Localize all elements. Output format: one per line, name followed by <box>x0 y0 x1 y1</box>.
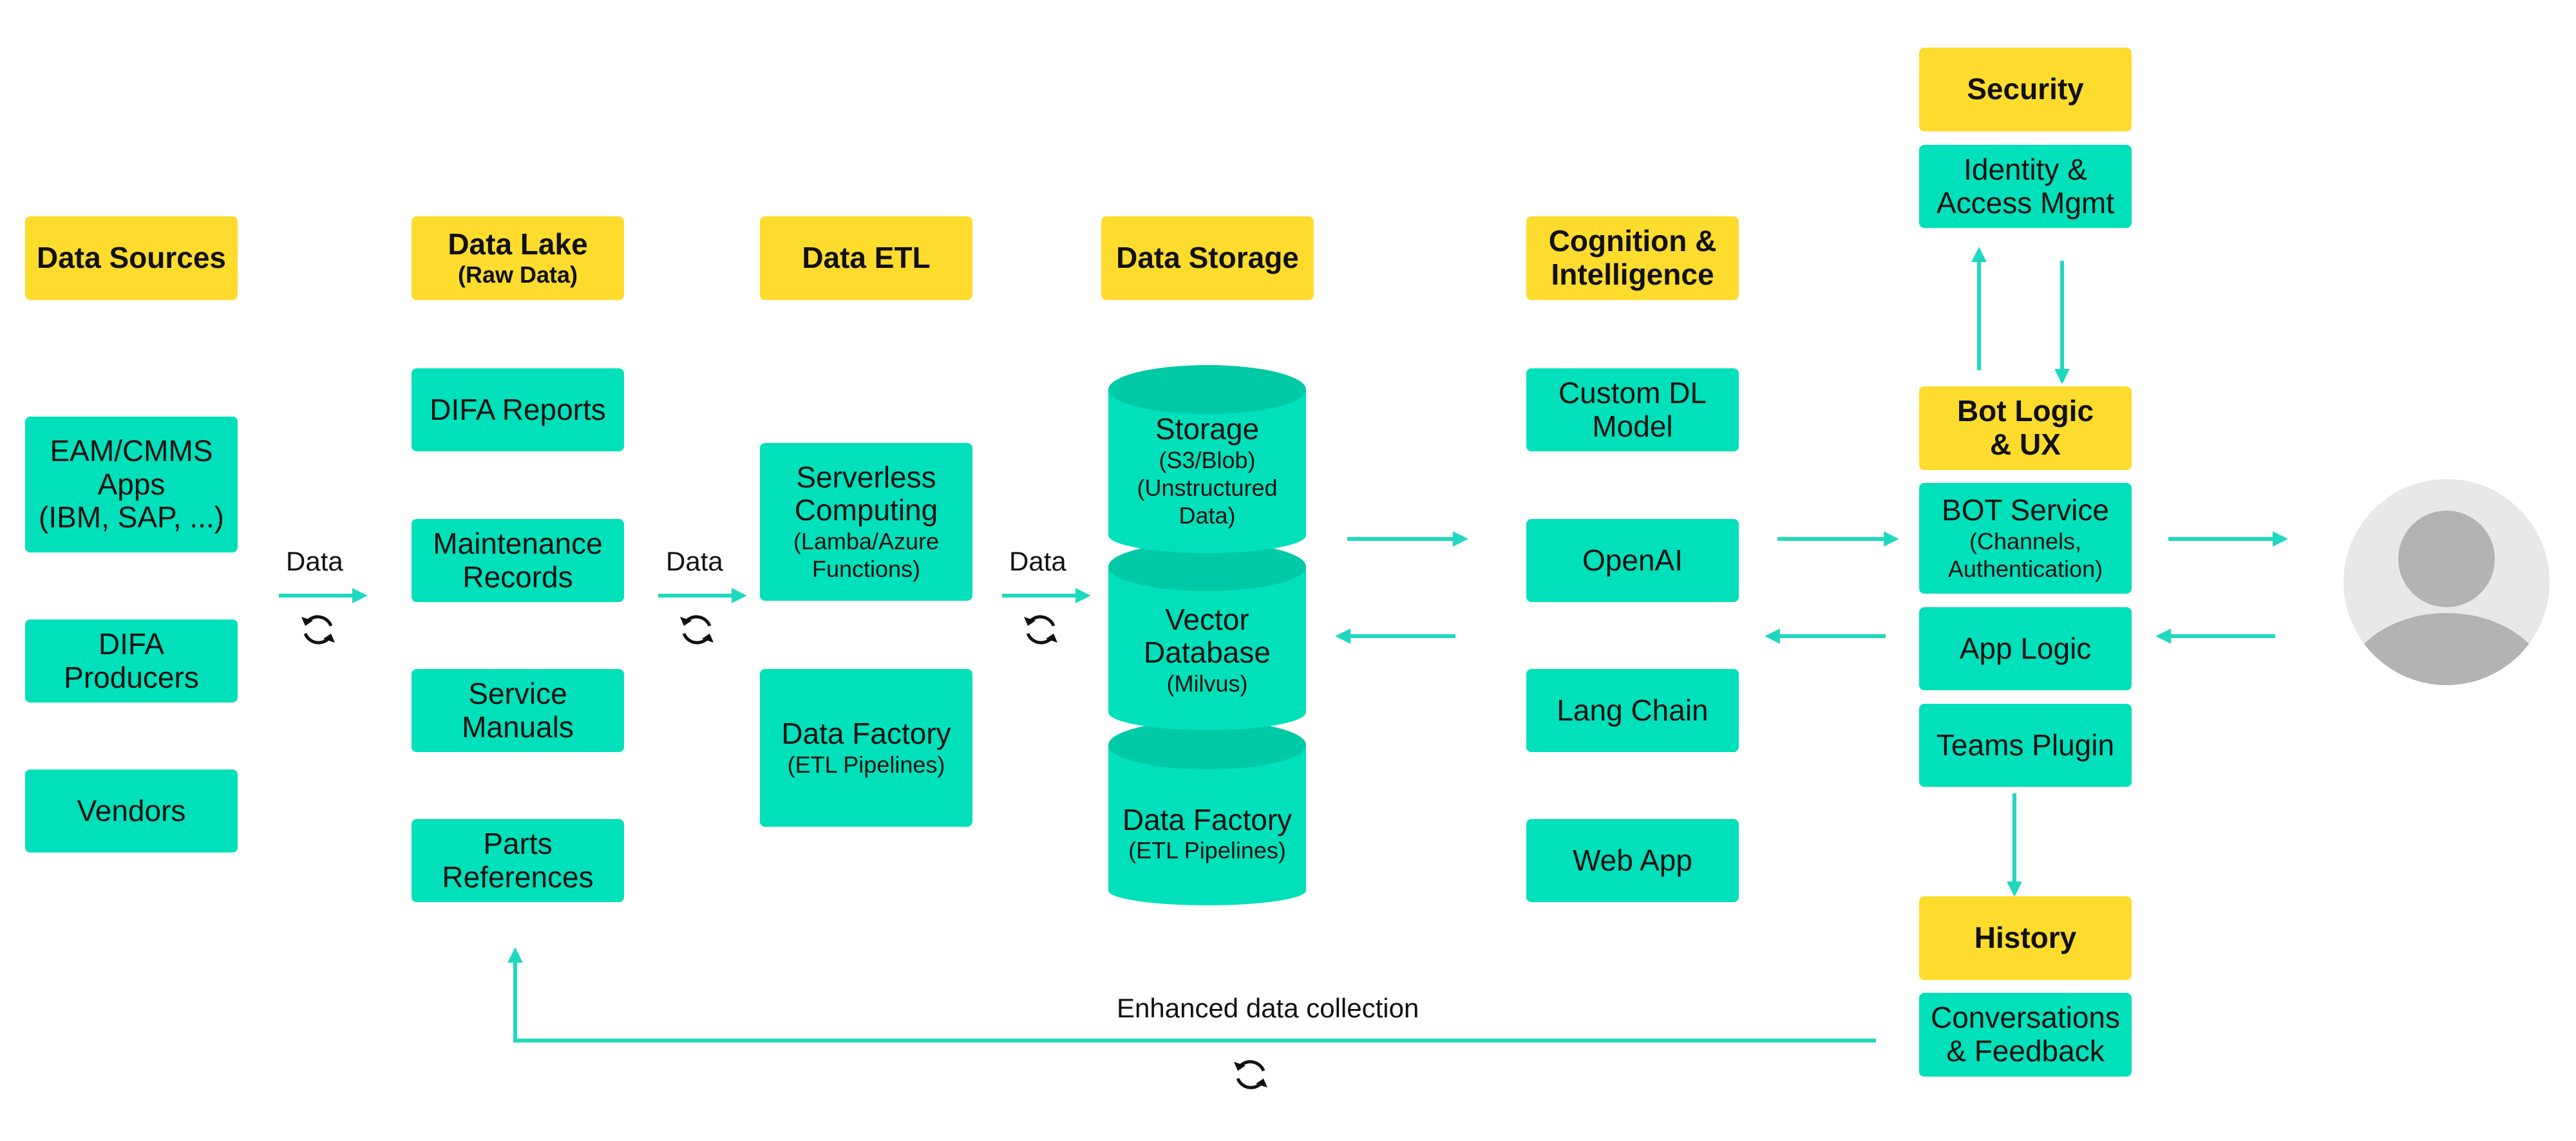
node-label: Vendors <box>77 793 186 827</box>
header-data-storage: Data Storage <box>1101 216 1314 300</box>
header-label: Data Sources <box>36 241 226 275</box>
node-label: Identity & <box>1964 152 2087 186</box>
node-sublabel: (ETL Pipelines) <box>787 751 945 778</box>
node-maintenance-records: Maintenance Records <box>412 519 624 602</box>
node-label: & Feedback <box>1946 1034 2105 1068</box>
arrow-feedback-loop <box>507 947 1876 1042</box>
cylinder-vector-label: Vector Database (Milvus) <box>1108 589 1306 712</box>
node-label: (IBM, SAP, ...) <box>39 500 224 534</box>
node-label: Apps <box>97 467 166 501</box>
node-label: Manuals <box>462 710 574 744</box>
node-sublabel: Data) <box>1179 502 1236 529</box>
cylinder-storage <box>1108 365 1306 553</box>
node-sublabel: (Lamba/Azure <box>793 527 940 554</box>
node-label: Conversations <box>1930 1001 2121 1035</box>
node-label: Data Factory <box>781 717 951 751</box>
flow-label-data: Data <box>286 546 343 576</box>
node-conversations-feedback: Conversations & Feedback <box>1919 993 2132 1077</box>
header-label: Cognition & <box>1548 224 1717 258</box>
node-sublabel: Functions) <box>811 556 921 583</box>
node-label: Producers <box>64 660 199 694</box>
header-bot-logic-ux: Bot Logic & UX <box>1919 386 2132 470</box>
node-identity-access-mgmt: Identity & Access Mgmt <box>1919 145 2132 228</box>
header-sublabel: (Raw Data) <box>457 261 578 288</box>
node-label: Access Mgmt <box>1936 185 2115 220</box>
node-label: App Logic <box>1959 631 2092 665</box>
node-openai: OpenAI <box>1526 519 1739 602</box>
node-custom-dl-model: Custom DL Model <box>1526 368 1739 451</box>
node-sublabel: (S3/Blob) <box>1159 446 1256 473</box>
node-service-manuals: Service Manuals <box>412 669 624 752</box>
header-label: Data Storage <box>1116 241 1299 275</box>
node-label: Records <box>462 560 573 594</box>
node-label: Maintenance <box>433 526 603 560</box>
node-label: DIFA Reports <box>430 392 606 426</box>
header-label: Intelligence <box>1551 258 1714 291</box>
node-data-factory-etl: Data Factory (ETL Pipelines) <box>760 669 972 827</box>
header-label: Bot Logic <box>1956 394 2094 428</box>
node-parts-references: Parts References <box>412 819 624 902</box>
node-label: References <box>442 860 594 894</box>
cylinder-data-factory <box>1108 721 1306 905</box>
cylinder-factory-label: Data Factory (ETL Pipelines) <box>1108 776 1306 892</box>
node-label: Data Factory <box>1122 802 1293 836</box>
node-sublabel: (ETL Pipelines) <box>1128 837 1286 864</box>
node-label: OpenAI <box>1582 543 1683 577</box>
header-cognition-intelligence: Cognition & Intelligence <box>1526 216 1739 300</box>
node-label: Computing <box>794 493 938 527</box>
node-label: BOT Service <box>1942 493 2109 527</box>
header-label: Data Lake <box>448 227 588 261</box>
header-label: Data ETL <box>802 241 931 275</box>
sync-icon <box>1234 1060 1267 1089</box>
node-difa-reports: DIFA Reports <box>412 368 624 451</box>
node-label: Lang Chain <box>1557 693 1709 727</box>
node-label: Model <box>1592 409 1673 443</box>
cylinder-storage-label: Storage (S3/Blob) (Unstructured Data) <box>1108 407 1306 536</box>
node-lang-chain: Lang Chain <box>1526 669 1739 752</box>
flow-label-data: Data <box>666 546 723 576</box>
node-teams-plugin: Teams Plugin <box>1919 704 2132 787</box>
sync-icon <box>301 615 335 645</box>
node-label: EAM/CMMS <box>50 434 213 468</box>
header-history: History <box>1919 896 2132 980</box>
node-sublabel: (Unstructured <box>1137 475 1278 502</box>
header-label: History <box>1974 921 2077 955</box>
node-difa-producers: DIFA Producers <box>25 619 238 703</box>
cylinder-vector-database <box>1108 542 1306 730</box>
header-label: Security <box>1967 72 2084 106</box>
node-web-app: Web App <box>1526 819 1739 902</box>
user-avatar-icon <box>2344 479 2550 685</box>
node-label: Web App <box>1573 843 1692 877</box>
node-vendors: Vendors <box>25 769 238 853</box>
flow-label-data: Data <box>1009 546 1066 576</box>
node-app-logic: App Logic <box>1919 607 2132 690</box>
node-bot-service: BOT Service (Channels, Authentication) <box>1919 483 2132 594</box>
node-sublabel: (Milvus) <box>1166 670 1248 697</box>
node-label: Service <box>468 676 567 710</box>
node-serverless-computing: Serverless Computing (Lamba/Azure Functi… <box>760 443 972 601</box>
header-data-lake: Data Lake (Raw Data) <box>412 216 624 300</box>
header-data-etl: Data ETL <box>760 216 972 300</box>
node-sublabel: Authentication) <box>1947 555 2103 582</box>
flow-label-feedback: Enhanced data collection <box>1117 993 1419 1023</box>
sync-icon <box>1024 615 1057 645</box>
header-security: Security <box>1919 48 2132 131</box>
node-label: DIFA <box>98 627 165 661</box>
header-data-sources: Data Sources <box>25 216 238 300</box>
node-eam-cmms-apps: EAM/CMMS Apps (IBM, SAP, ...) <box>25 417 238 552</box>
node-label: Database <box>1144 636 1271 670</box>
node-sublabel: (Channels, <box>1969 527 2082 554</box>
node-label: Serverless <box>796 460 936 494</box>
node-label: Custom DL <box>1558 375 1707 410</box>
sync-icon <box>680 615 714 645</box>
node-label: Teams Plugin <box>1936 728 2115 762</box>
node-label: Parts <box>483 826 553 860</box>
header-label: & UX <box>1990 428 2061 461</box>
node-label: Storage <box>1155 412 1260 446</box>
node-label: Vector <box>1165 602 1249 636</box>
